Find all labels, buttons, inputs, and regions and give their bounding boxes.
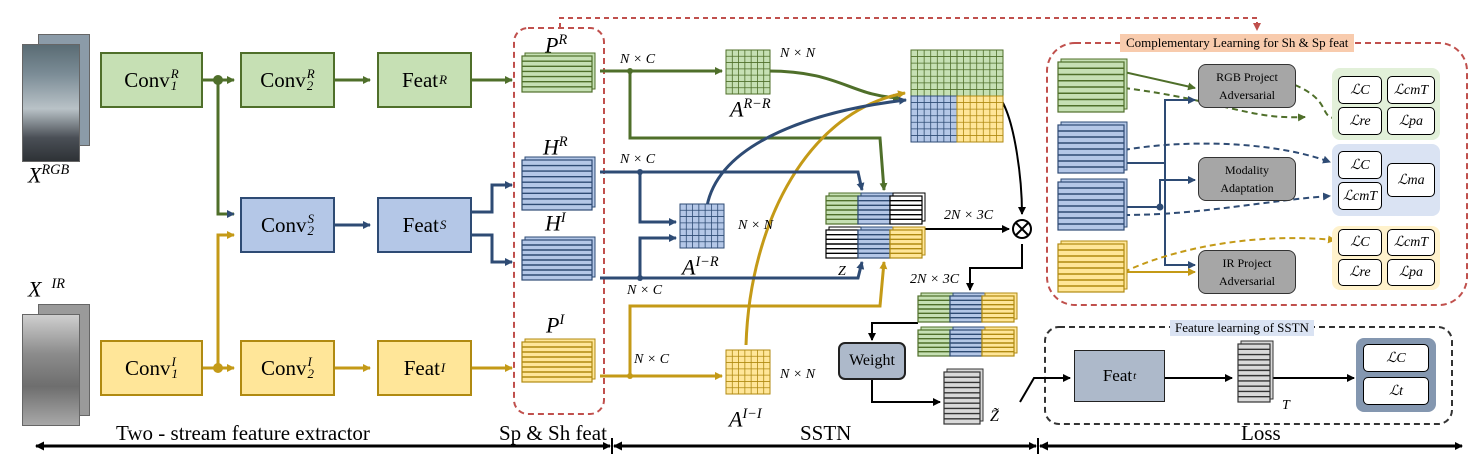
hr-label: HR [543,134,568,160]
modality-adaptation-block: Modality Adaptation [1198,157,1296,201]
big-matrix-b [910,95,958,143]
loss-cmt-mod: ℒcmT [1338,182,1382,210]
big-matrix-y [956,95,1004,143]
pr-label: PR [545,32,568,58]
rgb-adversarial-block: RGB Project Adversarial [1198,64,1296,108]
loss-ma-mod: ℒma [1387,163,1435,197]
a-ir-label: AI−R [682,254,719,280]
a-ii-label: AI−I [729,406,762,432]
loss-c-ir: ℒC [1338,229,1382,256]
a-ii-matrix [725,349,771,395]
orange-top-arrow [559,17,1261,31]
a-rr-label: AR−R [730,96,771,122]
section-sstn-label: SSTN [800,421,852,445]
loss-t-sstn: ℒt [1363,377,1429,405]
loss-re-rgb: ℒre [1338,107,1382,135]
rgb-input-label: XRGB [28,162,70,188]
weight-block: Weight [838,342,906,380]
loss-re-ir: ℒre [1338,259,1382,286]
dim-out-label: 2N × 3C [944,208,994,223]
nxc-h-label: N × C [620,152,656,167]
complementary-title: Complementary Learning for Sh & Sp feat [1120,34,1355,52]
section-loss-label: Loss [1241,421,1281,445]
sstn-loss-frame [1044,326,1453,425]
loss-c-sstn: ℒC [1363,344,1429,372]
a-rr-matrix [725,49,771,95]
loss-pa-ir: ℒpa [1387,259,1435,286]
loss-pa-rgb: ℒpa [1387,107,1435,135]
loss-c-mod: ℒC [1338,151,1382,179]
nxc-low-label: N × C [627,283,663,298]
ir-image [22,314,80,426]
a-ir-matrix [679,203,725,249]
nxn-low-label: N × N [780,367,816,382]
loss-c-rgb: ℒC [1338,76,1382,104]
nxn-mid-label: N × N [738,218,774,233]
section-extractor-label: Two - stream feature extractor [116,421,370,445]
sstn-loss-title: Feature learning of SSTN [1170,320,1314,336]
big-matrix-g1 [910,49,958,97]
nxn-top-label: N × N [780,46,816,61]
z-tilde-label: Z̃ [990,408,999,425]
dim-in-label: 2N × 3C [910,272,960,287]
hr-feature-stack [521,159,593,211]
loss-cmt-ir: ℒcmT [1387,229,1435,256]
z-label: Z [838,264,846,279]
section-spsh-label: Sp & Sh feat [499,421,607,445]
loss-cmt-rgb: ℒcmT [1387,76,1435,104]
pi-label: PI [546,312,565,338]
t-feature-stack [1237,343,1271,403]
pr-feature-stack [521,55,593,93]
t-label: T [1282,398,1290,413]
nxc-pi-label: N × C [634,352,670,367]
nxc-top-label: N × C [620,52,656,67]
rgb-image [22,44,80,162]
ir-adversarial-block: IR Project Adversarial [1198,250,1296,294]
hi-label: HI [545,210,566,236]
